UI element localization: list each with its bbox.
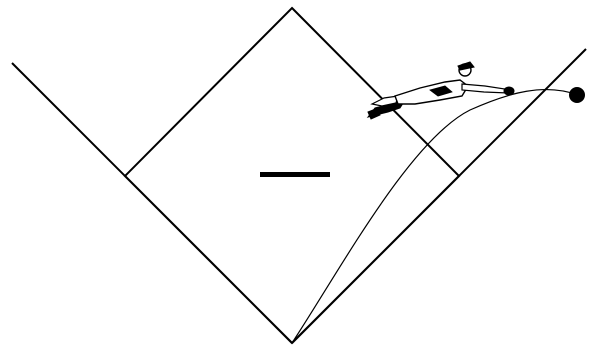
ball-trajectory [292,90,578,343]
pitchers-rubber [260,172,330,177]
fielder-diving-icon [368,62,514,119]
baseball-icon [569,87,585,103]
